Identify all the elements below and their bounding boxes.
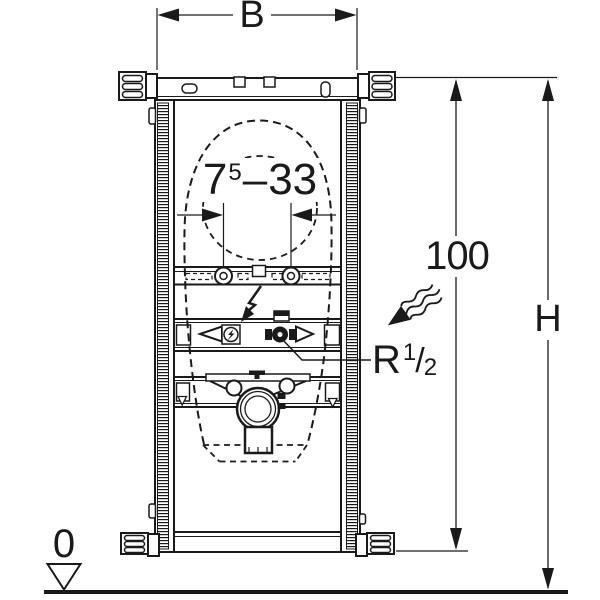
fixing-range-tail: 33 <box>268 155 318 204</box>
leader-line-water-thread <box>281 338 371 361</box>
right-rail-hatch <box>346 102 358 550</box>
arrowhead-down <box>542 568 554 590</box>
drain-socket <box>235 386 281 432</box>
label-floor-datum: 0 <box>52 522 76 566</box>
fixing-bolt-rail <box>173 264 342 286</box>
arrowhead-left <box>157 8 179 22</box>
top-rail <box>154 76 361 101</box>
arrowhead-up <box>542 79 554 101</box>
level-mark-left <box>176 395 188 407</box>
left-foot <box>120 532 160 557</box>
right-foot <box>355 532 395 557</box>
arrowhead-right <box>202 208 223 222</box>
drain-assembly <box>205 370 311 455</box>
thread-fraction-denominator: 2 <box>423 354 438 381</box>
electrical-connection-box <box>196 324 241 345</box>
dimension-label-fixing-range: 75–33 <box>201 158 319 202</box>
slot-square-1 <box>233 76 246 88</box>
fixing-range-dash: – <box>242 155 268 204</box>
installation-frame <box>118 71 396 557</box>
left-rail-hatch <box>157 102 169 550</box>
dimension-width-B <box>156 8 358 70</box>
thread-letter: R <box>372 338 401 382</box>
slot-oval-vertical <box>320 81 331 98</box>
thread-fraction-numerator: 1 <box>402 339 417 366</box>
level-mark-right <box>327 397 339 409</box>
water-supply-connection <box>265 310 316 344</box>
connection-rail <box>173 310 342 352</box>
slot-oval-horizontal <box>181 83 198 94</box>
dimension-label-total-height: H <box>530 300 566 338</box>
dimension-bolt-spacing <box>177 203 336 268</box>
dimension-label-width: B <box>239 0 265 36</box>
arrowhead-left <box>291 208 312 222</box>
fixing-range-superscript: 5 <box>228 159 242 186</box>
top-right-wall-bracket <box>357 71 396 101</box>
arrowhead-down <box>450 528 462 550</box>
arrowhead-up <box>450 79 462 101</box>
bottom-rail <box>173 531 342 553</box>
fixing-range-lead: 7 <box>202 155 228 204</box>
floor-line <box>44 590 568 594</box>
thread-fraction-slash: / <box>415 342 425 380</box>
label-water-thread: R1/2 <box>372 340 437 380</box>
left-fixing-bolt <box>214 266 233 286</box>
top-left-wall-bracket <box>118 71 158 101</box>
right-fixing-bolt <box>281 266 301 286</box>
dimension-label-upper-height: 100 <box>424 234 490 278</box>
slot-square-2 <box>263 76 276 88</box>
wavy-flow-arrow-icon <box>387 284 443 326</box>
lightning-arrow-icon <box>241 285 263 322</box>
washbasin-dashed-outline <box>183 119 333 463</box>
floor-datum-triangle-icon <box>45 563 83 592</box>
arrowhead-right <box>335 8 357 22</box>
dimension-heights <box>394 76 557 590</box>
washbasin-pedestal-dashed <box>202 444 308 463</box>
washbasin-bowl-dashed <box>202 155 318 261</box>
